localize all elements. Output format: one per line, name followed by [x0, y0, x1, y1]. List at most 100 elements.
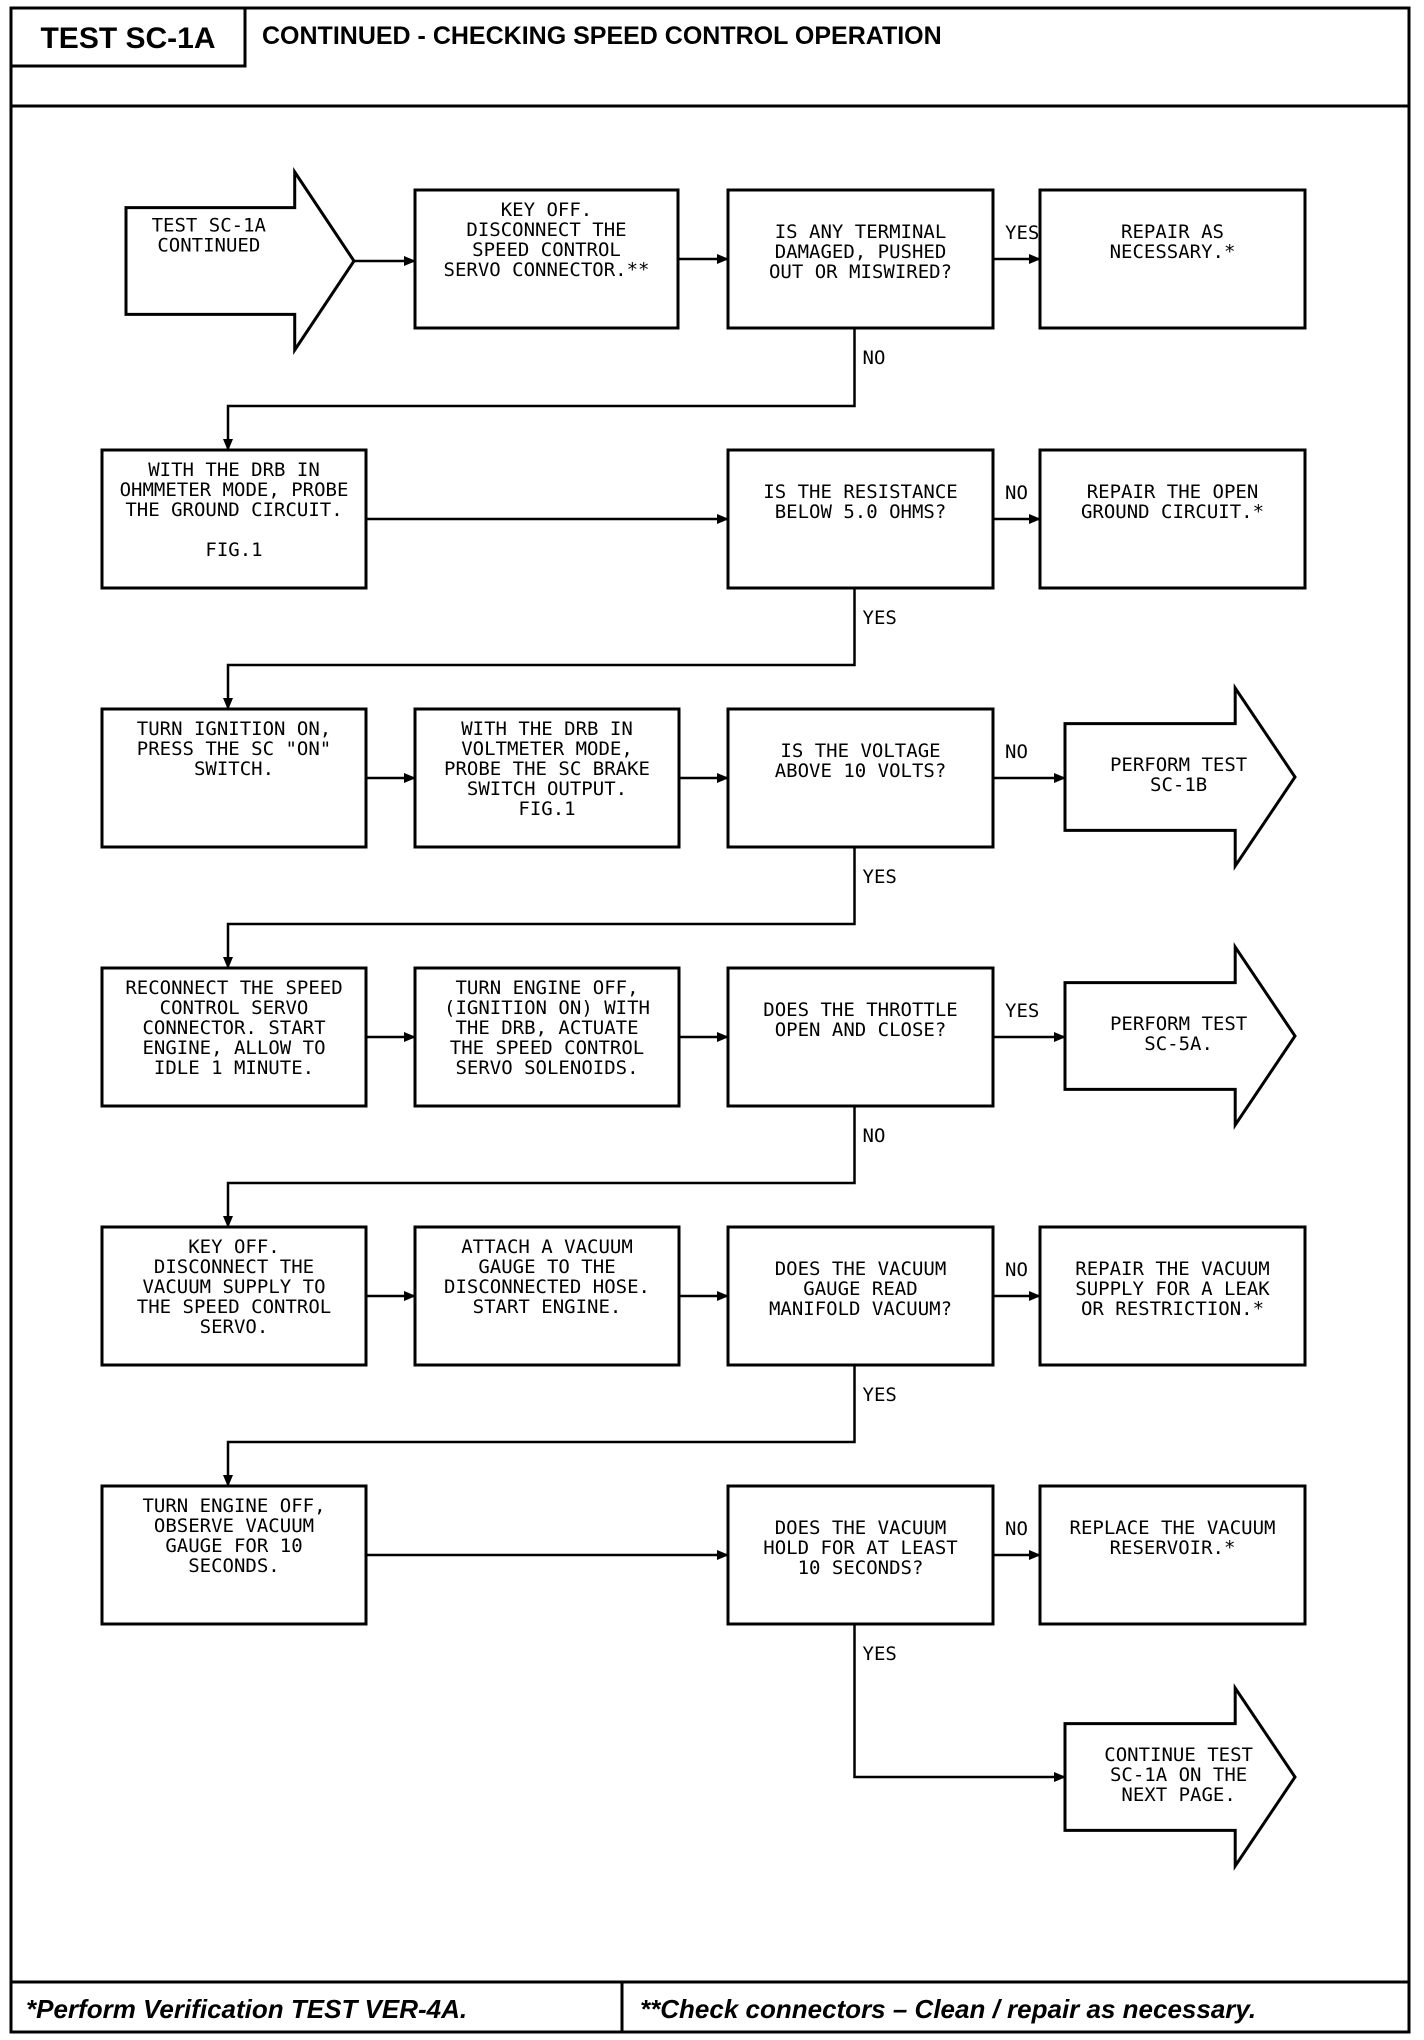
node-text-line: CONTROL SERVO — [160, 997, 309, 1019]
connector-label: YES — [863, 607, 897, 629]
node-text-line: IS THE RESISTANCE — [763, 481, 957, 503]
box-shape — [726, 707, 995, 849]
arrow-shape — [124, 167, 356, 355]
node-text-line: SC-5A. — [1144, 1033, 1213, 1055]
node-text-line: REPAIR THE VACUUM — [1075, 1258, 1269, 1280]
node-text-line: VOLTMETER MODE, — [461, 738, 633, 760]
connector-label: YES — [1005, 1000, 1039, 1022]
node-text-line: CONTINUE TEST — [1104, 1744, 1253, 1766]
flow-connector — [853, 1624, 1066, 1782]
flow-connector — [223, 588, 856, 710]
node-text-line: THE SPEED CONTROL — [137, 1296, 331, 1318]
node-text-line: REPAIR THE OPEN — [1087, 481, 1259, 503]
node-text-line: PROBE THE SC BRAKE — [444, 758, 650, 780]
node-text-line: OPEN AND CLOSE? — [775, 1019, 947, 1041]
box-shape — [1038, 1225, 1307, 1367]
flow-connector — [223, 328, 856, 451]
node-text-line: HOLD FOR AT LEAST — [763, 1537, 957, 1559]
node-text-line: OR RESTRICTION.* — [1081, 1298, 1264, 1320]
node-text-line: IS THE VOLTAGE — [780, 740, 940, 762]
node-text-line: DISCONNECT THE — [466, 219, 626, 241]
connector-label: YES — [863, 1384, 897, 1406]
box-shape — [413, 188, 680, 330]
node-text-line: TEST SC-1A — [152, 215, 267, 237]
node-text-line: FIG.1 — [205, 539, 262, 561]
arrow-shape — [1063, 1683, 1297, 1871]
node-text-line: OHMMETER MODE, PROBE — [120, 479, 349, 501]
node-text-line: CONNECTOR. START — [142, 1017, 325, 1039]
node-text-line: START ENGINE. — [473, 1296, 622, 1318]
node-text-line: THE GROUND CIRCUIT. — [125, 499, 342, 521]
node-text-line: KEY OFF. — [501, 199, 593, 221]
box-shape — [726, 188, 995, 330]
flow-node-n3: TURN IGNITION ON,PRESS THE SC "ON"SWITCH… — [100, 707, 368, 849]
node-text-line: SC-1A ON THE — [1110, 1764, 1247, 1786]
node-text-line: DISCONNECT THE — [154, 1256, 314, 1278]
box-shape — [1038, 448, 1307, 590]
node-text-line: PRESS THE SC "ON" — [137, 738, 331, 760]
node-text-line: OBSERVE VACUUM — [154, 1515, 314, 1537]
node-text-line: IDLE 1 MINUTE. — [154, 1057, 314, 1079]
node-text-line: THE DRB, ACTUATE — [455, 1017, 638, 1039]
node-text-line: DISCONNECTED HOSE. — [444, 1276, 650, 1298]
node-text-line: 10 SECONDS? — [798, 1557, 924, 1579]
node-text-line: (IGNITION ON) WITH — [444, 997, 650, 1019]
footer-note-right: **Check connectors – Clean / repair as n… — [640, 1994, 1256, 2024]
box-shape — [726, 1225, 995, 1367]
node-text-line: GROUND CIRCUIT.* — [1081, 501, 1264, 523]
node-text-line: OUT OR MISWIRED? — [769, 261, 952, 283]
node-text-line: NECESSARY.* — [1110, 241, 1236, 263]
node-text-line: ATTACH A VACUUM — [461, 1236, 633, 1258]
box-shape — [100, 707, 368, 849]
footer-note-left: *Perform Verification TEST VER-4A. — [26, 1994, 467, 2024]
node-text-line: VACUUM SUPPLY TO — [142, 1276, 325, 1298]
node-text-line: DAMAGED, PUSHED — [775, 241, 947, 263]
node-text-line: SPEED CONTROL — [472, 239, 621, 261]
arrow-shape — [1063, 942, 1297, 1130]
node-text-line: BELOW 5.0 OHMS? — [775, 501, 947, 523]
box-shape — [726, 966, 995, 1108]
header-title: CONTINUED - CHECKING SPEED CONTROL OPERA… — [262, 22, 942, 50]
node-text-line: WITH THE DRB IN — [461, 718, 633, 740]
node-text-line: CONTINUED — [157, 235, 260, 257]
node-text-line: PERFORM TEST — [1110, 1013, 1247, 1035]
box-shape — [413, 707, 681, 849]
node-text-line: SWITCH. — [194, 758, 274, 780]
box-shape — [1038, 1484, 1307, 1626]
node-text-line: NEXT PAGE. — [1121, 1784, 1235, 1806]
node-text-line: PERFORM TEST — [1110, 754, 1247, 776]
box-shape — [726, 1484, 995, 1626]
node-text-line: ENGINE, ALLOW TO — [142, 1037, 325, 1059]
page-border — [9, 6, 1411, 2034]
arrow-shape — [1063, 683, 1297, 871]
flow-connector — [223, 1106, 856, 1228]
node-text-line: SERVO. — [200, 1316, 269, 1338]
node-text-line: RESERVOIR.* — [1110, 1537, 1236, 1559]
node-text-line: ABOVE 10 VOLTS? — [775, 760, 947, 782]
node-text-line: GAUGE READ — [803, 1278, 917, 1300]
node-text-line: REPAIR AS — [1121, 221, 1224, 243]
connector-label: YES — [863, 866, 897, 888]
connector-label: YES — [1005, 222, 1039, 244]
box-shape — [100, 1484, 368, 1626]
node-text-line: TURN ENGINE OFF, — [455, 977, 638, 999]
box-shape — [100, 966, 368, 1108]
node-text-line: TURN ENGINE OFF, — [142, 1495, 325, 1517]
box-shape — [100, 1225, 368, 1367]
box-shape — [413, 966, 681, 1108]
